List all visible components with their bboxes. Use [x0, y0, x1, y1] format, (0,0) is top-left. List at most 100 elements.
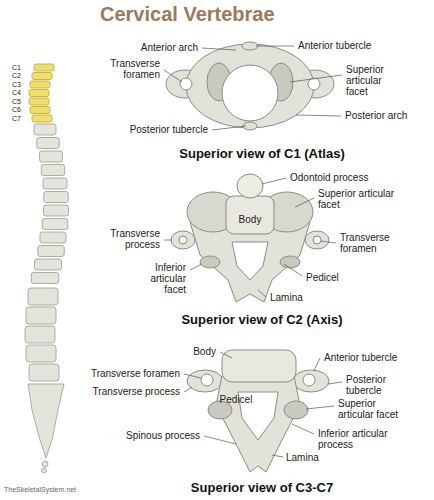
- axis-illustration: [232, 242, 268, 280]
- vertebra-label: C2: [12, 72, 21, 80]
- cervical-vertebra: [30, 107, 50, 114]
- lumbar-vertebra: [28, 288, 58, 305]
- cervical-vertebra: [32, 115, 52, 122]
- leader-line: [258, 290, 266, 297]
- part-label: Inferior articular facet: [138, 262, 186, 295]
- vertebra-label: C7: [12, 115, 21, 123]
- leader-line: [202, 48, 236, 50]
- leader-line: [290, 75, 342, 82]
- part-label: Posterior arch: [345, 110, 407, 121]
- lumbar-vertebra: [26, 345, 56, 362]
- vertebra-label: C4: [12, 89, 21, 97]
- typical-vertebra-illustration: [284, 401, 308, 419]
- lumbar-vertebra: [26, 307, 56, 324]
- axis-illustration: [226, 196, 274, 234]
- atlas-illustration: [308, 78, 320, 90]
- part-label: Odontoid process: [290, 172, 368, 183]
- axis-illustration: [179, 236, 187, 244]
- part-label: Transverse foramen: [91, 368, 180, 379]
- typical-vertebra-illustration: [303, 374, 315, 386]
- cervical-vertebra: [30, 81, 50, 88]
- leader-line: [295, 198, 314, 207]
- lumbar-vertebra: [25, 288, 59, 381]
- thoracic-vertebra: [35, 259, 62, 270]
- leader-line: [314, 358, 320, 371]
- part-label: Pedicel: [306, 272, 339, 283]
- axis-illustration: [200, 256, 220, 268]
- axis-illustration: [237, 174, 263, 198]
- axis-illustration: [171, 174, 329, 302]
- part-label: Pedicel: [220, 394, 253, 405]
- thoracic-vertebra: [34, 124, 56, 135]
- leader-line: [212, 126, 246, 130]
- leader-line: [164, 240, 172, 241]
- axis-illustration: [280, 256, 300, 268]
- atlas-illustration: [186, 44, 314, 128]
- part-label: Body: [193, 346, 216, 357]
- leader-line: [292, 424, 314, 434]
- typical-vertebra-illustration: [187, 350, 329, 472]
- leader-line: [272, 455, 283, 457]
- sacrum: [28, 384, 64, 473]
- sacrum: [42, 461, 48, 467]
- axis-illustration: [171, 231, 195, 249]
- thoracic-vertebra: [44, 205, 69, 216]
- part-label: Body: [239, 214, 262, 225]
- part-label: Transverse process: [93, 386, 180, 397]
- axis-illustration: [305, 231, 329, 249]
- view-caption: Superior view of C3-C7: [191, 480, 333, 495]
- lumbar-vertebra: [25, 326, 55, 343]
- leader-line: [164, 70, 182, 82]
- view-caption: Superior view of C1 (Atlas): [179, 146, 344, 161]
- part-label: Transverse foramen: [340, 232, 395, 254]
- part-label: Posterior tubercle: [346, 374, 404, 396]
- part-label: Superior articular facet: [338, 398, 410, 420]
- typical-vertebra-illustration: [222, 350, 296, 382]
- part-label: Inferior articular process: [318, 428, 408, 450]
- cervical-vertebra: [29, 98, 49, 105]
- typical-vertebra-illustration: [293, 370, 329, 392]
- typical-vertebra-illustration: [187, 370, 223, 392]
- part-label: Anterior tubercle: [324, 352, 397, 363]
- leader-line: [321, 241, 336, 243]
- leader-line: [256, 46, 294, 47]
- leader-line: [306, 406, 334, 409]
- thoracic-vertebra: [31, 124, 68, 284]
- cervical-vertebra: [32, 73, 52, 80]
- watermark: TheSkeletalSystem.net: [4, 486, 76, 494]
- atlas-illustration: [222, 65, 278, 121]
- part-label: Lamina: [270, 292, 303, 303]
- typical-vertebra-illustration: [201, 374, 213, 386]
- cervical-vertebra: [29, 90, 49, 97]
- sacrum: [42, 468, 47, 473]
- leader-line: [262, 178, 286, 184]
- part-label: Superior articular facet: [318, 188, 404, 210]
- part-label: Anterior arch: [141, 42, 198, 53]
- leader-line: [328, 382, 342, 384]
- part-label: Anterior tubercle: [298, 40, 371, 51]
- leader-line: [184, 374, 201, 378]
- part-label: Spinous process: [126, 430, 200, 441]
- vertebra-label: C1: [12, 64, 21, 72]
- atlas-illustration: [180, 78, 192, 90]
- thoracic-vertebra: [40, 232, 66, 243]
- cervical-vertebra: [34, 64, 54, 71]
- vertebra-label: C6: [12, 106, 21, 114]
- lumbar-vertebra: [29, 364, 59, 381]
- thoracic-vertebra: [38, 246, 65, 257]
- thoracic-vertebra: [44, 192, 69, 203]
- vertebra-label: C3: [12, 81, 21, 89]
- leader-line: [190, 264, 202, 270]
- thoracic-vertebra: [41, 165, 65, 176]
- part-label: Transverse process: [105, 228, 160, 250]
- thoracic-vertebra: [31, 273, 59, 284]
- leader-line: [204, 436, 236, 444]
- atlas-illustration: [242, 42, 258, 50]
- thoracic-vertebra: [40, 151, 63, 162]
- leader-line: [184, 387, 192, 392]
- diagram-title: Cervical Vertebrae: [100, 2, 275, 26]
- view-caption: Superior view of C2 (Axis): [181, 312, 342, 327]
- atlas-illustration: [166, 42, 334, 130]
- sacrum: [28, 384, 64, 458]
